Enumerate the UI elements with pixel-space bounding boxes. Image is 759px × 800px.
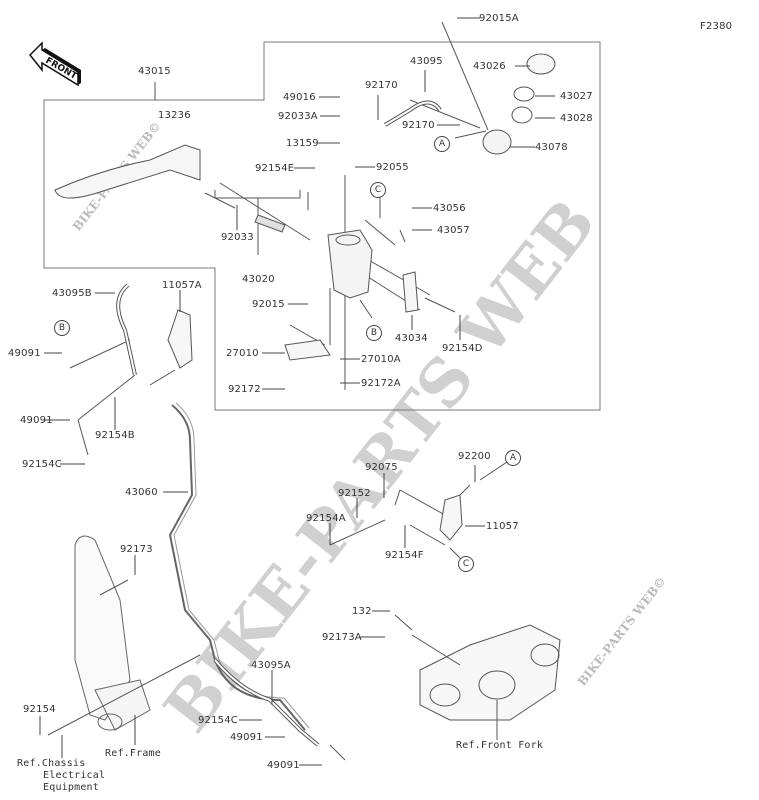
part-label-43078[interactable]: 43078 bbox=[535, 142, 568, 153]
part-label-92154E[interactable]: 92154E bbox=[255, 163, 295, 174]
part-label-92172A[interactable]: 92172A bbox=[361, 378, 401, 389]
part-label-43027[interactable]: 43027 bbox=[560, 91, 593, 102]
part-label-92154D[interactable]: 92154D bbox=[442, 343, 483, 354]
front-arrow-icon: FRONT bbox=[28, 41, 81, 87]
part-label-92173[interactable]: 92173 bbox=[120, 544, 153, 555]
part-label-11057A[interactable]: 11057A bbox=[162, 280, 202, 291]
part-label-43015: 43015 bbox=[138, 66, 171, 77]
part-label-92154A[interactable]: 92154A bbox=[306, 513, 346, 524]
part-label-49091-hose-2[interactable]: 49091 bbox=[267, 760, 300, 771]
part-label-43028[interactable]: 43028 bbox=[560, 113, 593, 124]
part-label-43056[interactable]: 43056 bbox=[433, 203, 466, 214]
callout-a-upper: A bbox=[434, 136, 450, 152]
part-label-13236: 13236 bbox=[158, 110, 191, 121]
part-label-43095A[interactable]: 43095A bbox=[251, 660, 291, 671]
ref-frame: Ref.Frame bbox=[105, 748, 161, 759]
part-label-92154C-lower[interactable]: 92154C bbox=[198, 715, 238, 726]
part-label-43095B[interactable]: 43095B bbox=[52, 288, 92, 299]
part-label-43095[interactable]: 43095 bbox=[410, 56, 443, 67]
part-label-92154B[interactable]: 92154B bbox=[95, 430, 135, 441]
part-label-43034[interactable]: 43034 bbox=[395, 333, 428, 344]
part-label-49091-upper[interactable]: 49091 bbox=[8, 348, 41, 359]
part-label-43057[interactable]: 43057 bbox=[437, 225, 470, 236]
ref-chassis-line1: Ref.Chassis bbox=[17, 758, 86, 769]
part-label-43060[interactable]: 43060 bbox=[125, 487, 158, 498]
part-label-92055[interactable]: 92055 bbox=[376, 162, 409, 173]
part-label-11057[interactable]: 11057 bbox=[486, 521, 519, 532]
callout-c-upper: C bbox=[370, 182, 386, 198]
part-label-49091-lower[interactable]: 49091 bbox=[20, 415, 53, 426]
part-label-92075[interactable]: 92075 bbox=[365, 462, 398, 473]
part-label-92033[interactable]: 92033 bbox=[221, 232, 254, 243]
assembly-frame-43015 bbox=[43, 41, 601, 411]
part-label-49016[interactable]: 49016 bbox=[283, 92, 316, 103]
part-label-27010[interactable]: 27010 bbox=[226, 348, 259, 359]
part-label-43020[interactable]: 43020 bbox=[242, 274, 275, 285]
figure-code: F2380 bbox=[700, 21, 733, 32]
part-label-92200[interactable]: 92200 bbox=[458, 451, 491, 462]
part-label-92173A[interactable]: 92173A bbox=[322, 632, 362, 643]
ref-chassis-line2: Electrical bbox=[43, 770, 106, 781]
part-label-92015[interactable]: 92015 bbox=[252, 299, 285, 310]
callout-b-upper: B bbox=[366, 325, 382, 341]
part-label-92154[interactable]: 92154 bbox=[23, 704, 56, 715]
part-label-92170-mid[interactable]: 92170 bbox=[402, 120, 435, 131]
part-label-92033A[interactable]: 92033A bbox=[278, 111, 318, 122]
part-label-92154F[interactable]: 92154F bbox=[385, 550, 424, 561]
part-label-132[interactable]: 132 bbox=[352, 606, 372, 617]
part-label-13159[interactable]: 13159 bbox=[286, 138, 319, 149]
part-label-92154C-upper[interactable]: 92154C bbox=[22, 459, 62, 470]
part-label-49091-hose-1[interactable]: 49091 bbox=[230, 732, 263, 743]
part-label-92015A[interactable]: 92015A bbox=[479, 13, 519, 24]
part-label-92172[interactable]: 92172 bbox=[228, 384, 261, 395]
part-label-43026[interactable]: 43026 bbox=[473, 61, 506, 72]
part-label-92170-top[interactable]: 92170 bbox=[365, 80, 398, 91]
callout-a-lower: A bbox=[505, 450, 521, 466]
part-label-92152[interactable]: 92152 bbox=[338, 488, 371, 499]
ref-chassis-line3: Equipment bbox=[43, 782, 99, 793]
part-label-27010A[interactable]: 27010A bbox=[361, 354, 401, 365]
ref-front-fork: Ref.Front Fork bbox=[456, 740, 544, 751]
callout-b-left: B bbox=[54, 320, 70, 336]
callout-c-lower: C bbox=[458, 556, 474, 572]
